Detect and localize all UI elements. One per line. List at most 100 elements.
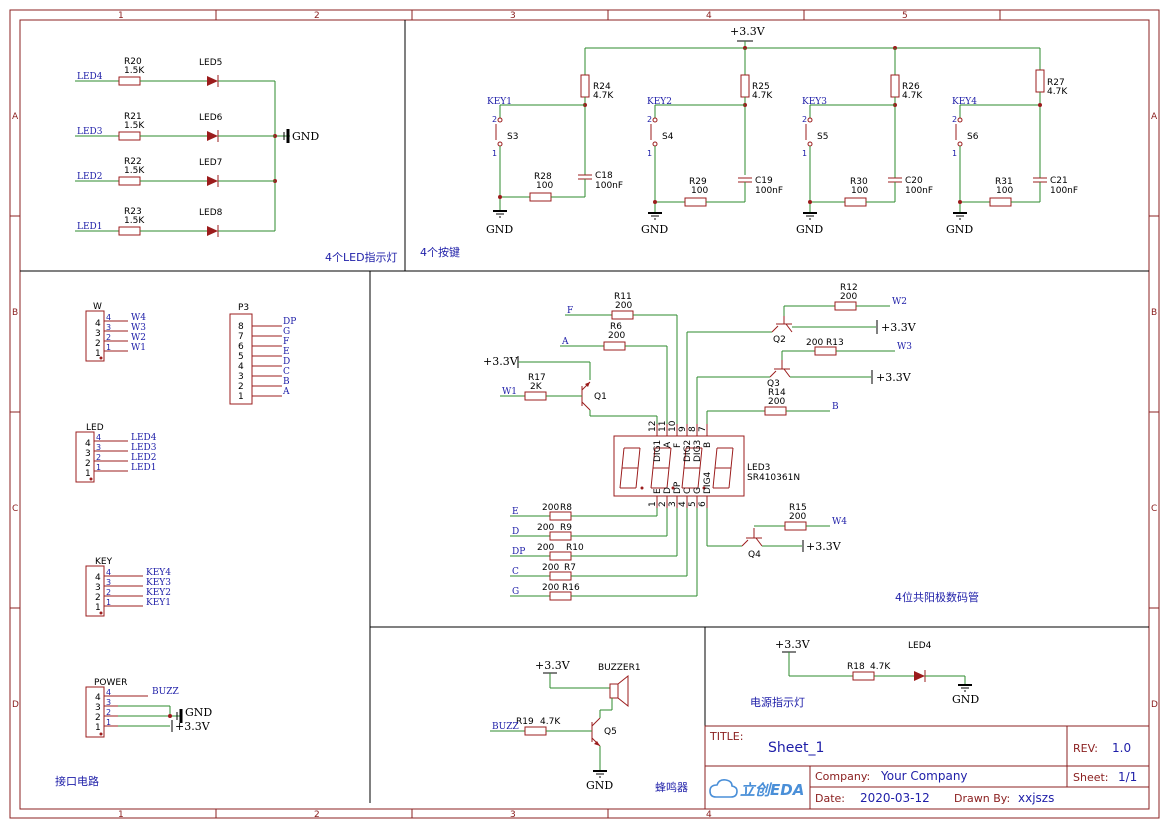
pin-number: 5 — [688, 501, 698, 507]
pin-number: 12 — [648, 421, 658, 432]
vcc-label: +3.3V — [175, 720, 211, 733]
pin-number: 4 — [95, 573, 101, 583]
vcc-label: +3.3V — [483, 355, 519, 368]
connector-p3: P3 8 7 6 5 4 3 2 1 DP G F E D C B A — [229, 303, 296, 405]
resistor-ref: R16 — [562, 583, 580, 593]
resistor-value: 100 — [536, 181, 553, 191]
net-label: W1 — [131, 343, 146, 353]
switch-pin-2: 2 — [802, 115, 807, 124]
net-label: LED3 — [131, 443, 157, 453]
net-label: LED2 — [131, 453, 157, 463]
net-label: W1 — [502, 387, 517, 397]
rev-label: REV: — [1073, 742, 1098, 755]
zone-col-5: 5 — [902, 11, 908, 21]
pin-number: 4 — [95, 693, 101, 703]
resistor-value: 200 — [542, 583, 559, 593]
net-label: KEY3 — [802, 97, 827, 107]
vcc-label: +3.3V — [535, 659, 571, 672]
pin-number: 8 — [688, 426, 698, 432]
switch-pin-1: 1 — [802, 149, 807, 158]
cap-ref: C18 — [595, 171, 613, 181]
led-indicator-group: GND LED4 R20 1.5K LED5 LED3 R21 1.5K LED… — [75, 57, 319, 237]
company-label: Company: — [815, 770, 870, 783]
net-label: G — [283, 327, 290, 337]
section-title-interface: 接口电路 — [55, 775, 99, 788]
gnd-label: GND — [952, 693, 979, 706]
resistor-ref: R6 — [610, 322, 622, 332]
zone-row-a: A — [12, 112, 19, 122]
net-label: KEY3 — [146, 578, 171, 588]
pullup-ref: R27 — [1047, 78, 1065, 88]
switch-ref: S4 — [662, 132, 674, 142]
resistor-ref: R21 — [124, 112, 142, 122]
net-label: W2 — [131, 333, 146, 343]
pin-name: DIG1 — [653, 440, 663, 462]
net-label: A — [282, 387, 290, 397]
resistor-ref: R22 — [124, 157, 142, 167]
section-title-7seg: 4位共阳极数码管 — [895, 590, 979, 604]
pullup-value: 4.7K — [1047, 87, 1068, 97]
pin-name: D — [663, 487, 673, 494]
pin-number: 1 — [95, 349, 101, 359]
pin-number: 4 — [95, 319, 101, 329]
key-group: +3.3V — [585, 25, 1040, 50]
resistor-value: 200 — [608, 331, 625, 341]
net-label: KEY4 — [952, 97, 977, 107]
zone-col-1-bottom: 1 — [118, 810, 124, 820]
net-label: LED4 — [131, 433, 157, 443]
pin-number: 10 — [668, 420, 678, 432]
zone-col-4-bottom: 4 — [706, 810, 712, 820]
pin-number: 3 — [95, 703, 101, 713]
pin-number: 2 — [238, 382, 244, 392]
transistor-ref: Q5 — [604, 727, 617, 737]
pin-number: 9 — [678, 426, 688, 432]
resistor-ref: R17 — [528, 373, 546, 383]
gnd-label: GND — [641, 223, 668, 236]
switch-pin-1: 1 — [952, 149, 957, 158]
net-label: E — [512, 507, 519, 517]
net-label: LED1 — [77, 222, 103, 232]
digit-4 — [712, 447, 734, 489]
zone-row-a-right: A — [1151, 112, 1158, 122]
easyeda-logo: 立创EDA — [709, 779, 804, 799]
pin-number-outer: 3 — [96, 443, 101, 452]
resistor-value: 100 — [691, 186, 708, 196]
zone-col-4: 4 — [706, 11, 712, 21]
transistor-ref: Q2 — [773, 335, 786, 345]
net-label: G — [512, 587, 519, 597]
net-label: DP — [283, 317, 296, 327]
pin-number-outer: 4 — [106, 568, 111, 577]
pin-number: 11 — [658, 421, 668, 432]
vcc-label: +3.3V — [775, 638, 811, 651]
pin-number: 8 — [238, 322, 244, 332]
led-ref: LED5 — [199, 58, 222, 68]
net-label: DP — [512, 547, 525, 557]
transistor-ref: Q4 — [748, 550, 761, 560]
pin-number-outer: 3 — [106, 578, 111, 587]
pin-number-outer: 1 — [106, 343, 111, 352]
resistor-value: 200 — [615, 301, 632, 311]
resistor-ref: R13 — [826, 338, 844, 348]
zone-col-2: 2 — [314, 11, 320, 21]
company-value: Your Company — [880, 769, 968, 783]
display-part: SR410361N — [747, 473, 800, 483]
resistor-value: 1.5K — [124, 66, 145, 76]
date-value: 2020-03-12 — [860, 791, 930, 805]
net-label: KEY1 — [146, 598, 171, 608]
cap-value: 100nF — [595, 181, 623, 191]
pin-number-outer: 2 — [106, 333, 111, 342]
pin-name: DIG2 — [683, 440, 693, 462]
gnd-label: GND — [796, 223, 823, 236]
resistor-ref: R31 — [995, 177, 1013, 187]
net-label: C — [283, 367, 290, 377]
cap-ref: C20 — [905, 176, 923, 186]
connector-key: KEY 4 3 2 1 4 3 2 1 KEY4 KEY3 KEY2 KEY1 — [85, 557, 171, 617]
connector-name: LED — [86, 423, 104, 433]
sheet-inner-border — [19, 19, 1150, 810]
zone-row-d: D — [12, 700, 19, 710]
zone-col-3: 3 — [510, 11, 516, 21]
net-label: E — [283, 347, 290, 357]
pin-number: 2 — [95, 339, 101, 349]
net-label: F — [283, 337, 289, 347]
